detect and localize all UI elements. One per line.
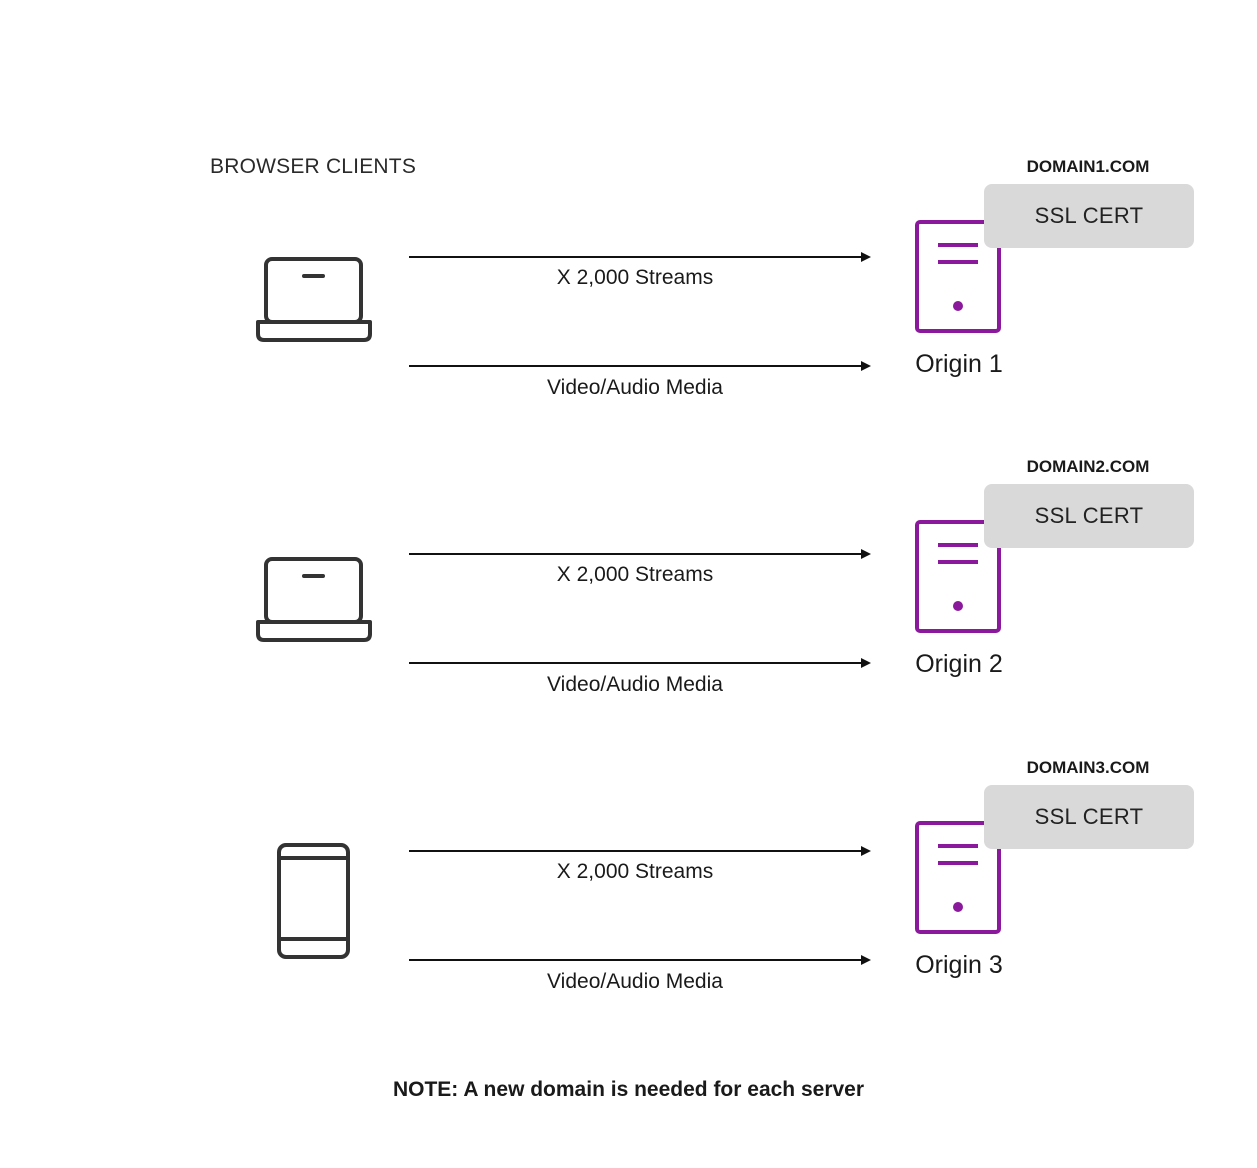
ssl-cert-label: SSL CERT [1034, 203, 1144, 228]
streams-arrow [409, 844, 875, 858]
laptop-icon [254, 238, 374, 358]
domain-label: DOMAIN1.COM [1026, 157, 1150, 176]
domain-label: DOMAIN3.COM [1026, 758, 1150, 777]
ssl-cert-box: SSL CERT [984, 484, 1194, 548]
streams-label: X 2,000 Streams [556, 563, 714, 586]
section-title: BROWSER CLIENTS [210, 155, 417, 178]
ssl-cert-label: SSL CERT [1034, 503, 1144, 528]
laptop-icon [254, 538, 374, 658]
media-arrow [409, 953, 875, 967]
ssl-cert-label: SSL CERT [1034, 804, 1144, 829]
origin-label: Origin 3 [915, 951, 1003, 979]
origin-label: Origin 1 [915, 350, 1003, 378]
streams-arrow [409, 250, 875, 264]
server-icon [914, 219, 1004, 335]
streams-label: X 2,000 Streams [556, 860, 714, 883]
streams-label: X 2,000 Streams [556, 266, 714, 289]
server-icon [914, 519, 1004, 635]
ssl-cert-box: SSL CERT [984, 184, 1194, 248]
streams-arrow [409, 547, 875, 561]
footer-note: NOTE: A new domain is needed for each se… [392, 1078, 865, 1101]
media-label: Video/Audio Media [547, 673, 723, 696]
origin-label: Origin 2 [915, 650, 1003, 678]
server-icon [914, 820, 1004, 936]
media-label: Video/Audio Media [547, 970, 723, 993]
media-label: Video/Audio Media [547, 376, 723, 399]
phone-icon [254, 841, 374, 961]
domain-label: DOMAIN2.COM [1026, 457, 1150, 476]
ssl-cert-box: SSL CERT [984, 785, 1194, 849]
media-arrow [409, 359, 875, 373]
media-arrow [409, 656, 875, 670]
